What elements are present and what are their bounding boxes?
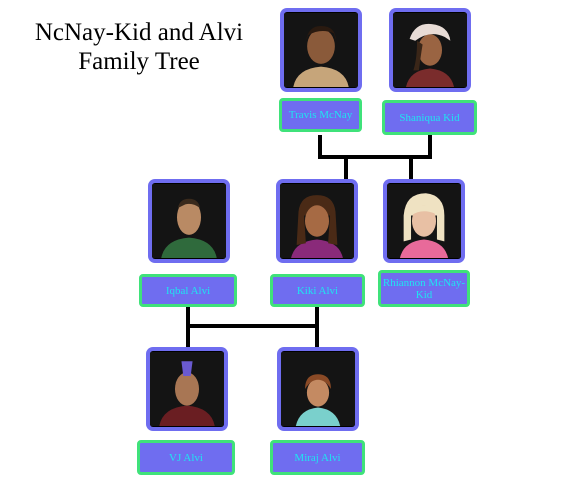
portrait-rhiannon-mcnay-kid xyxy=(383,179,465,263)
page-title: NcNay-Kid and Alvi Family Tree xyxy=(8,18,270,76)
connector-line xyxy=(318,155,432,159)
portrait-travis-mcnay xyxy=(280,8,362,92)
name-card-shaniqua-kid: Shaniqua Kid xyxy=(382,100,477,135)
connector-line xyxy=(428,135,432,157)
avatar-icon xyxy=(280,184,354,258)
name-card-rhiannon-mcnay-kid: Rhiannon McNay-Kid xyxy=(378,270,470,307)
avatar-icon xyxy=(284,13,358,87)
avatar-icon xyxy=(150,352,224,426)
name-card-travis-mcnay: Travis McNay xyxy=(279,98,362,132)
avatar-icon xyxy=(393,13,467,87)
portrait-shaniqua-kid xyxy=(389,8,471,92)
connector-line xyxy=(344,155,348,179)
name-card-vj-alvi: VJ Alvi xyxy=(137,440,235,475)
avatar-icon xyxy=(152,184,226,258)
connector-line xyxy=(409,155,413,179)
portrait-miraj-alvi xyxy=(277,347,359,431)
name-card-kiki-alvi: Kiki Alvi xyxy=(270,274,365,307)
title-line-1: NcNay-Kid and Alvi xyxy=(34,19,244,46)
avatar-icon xyxy=(281,352,355,426)
avatar-icon xyxy=(387,184,461,258)
connector-line xyxy=(318,135,322,157)
portrait-kiki-alvi xyxy=(276,179,358,263)
portrait-iqbal-alvi xyxy=(148,179,230,263)
name-card-iqbal-alvi: Iqbal Alvi xyxy=(139,274,237,307)
name-card-miraj-alvi: Miraj Alvi xyxy=(270,440,365,475)
portrait-vj-alvi xyxy=(146,347,228,431)
title-line-2: Family Tree xyxy=(78,48,200,75)
connector-line xyxy=(186,324,319,328)
